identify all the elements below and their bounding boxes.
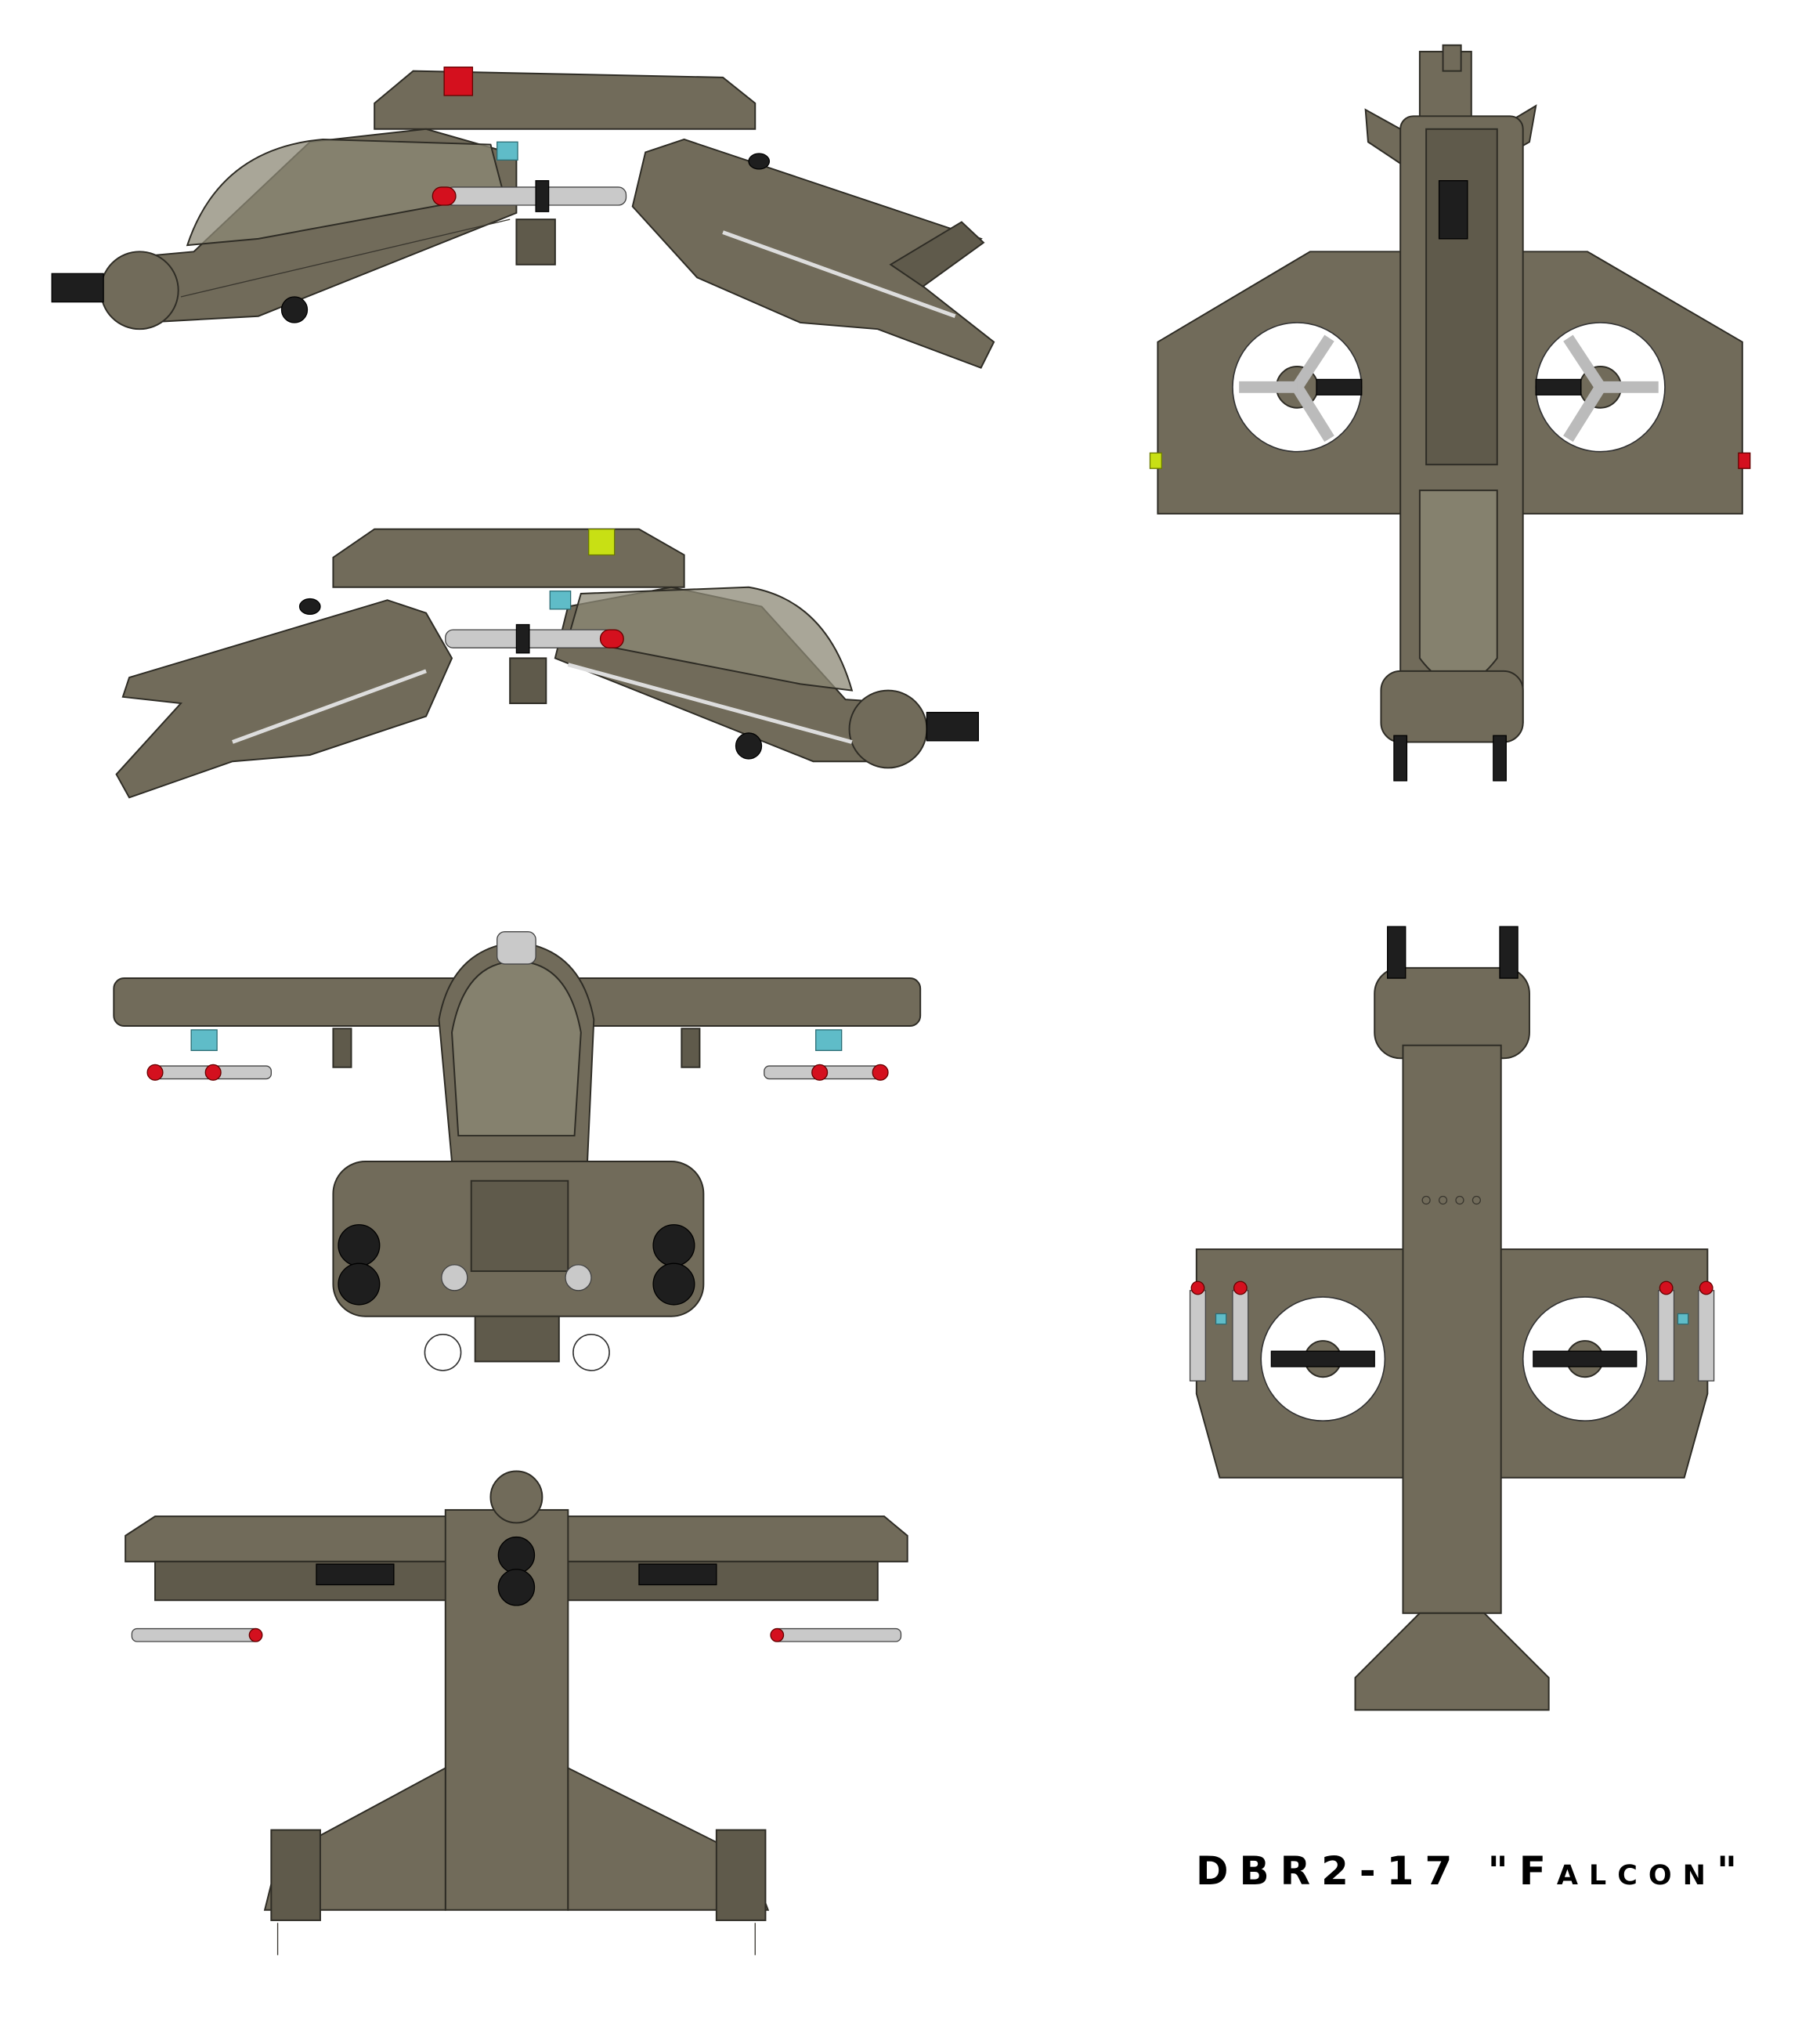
front-canopy: [451, 960, 582, 1137]
nav-light-starboard: [1738, 452, 1751, 469]
missile-rack-right: [764, 1064, 889, 1081]
cockpit-canopy-right: [567, 586, 854, 692]
missile-pods-right: [1658, 1280, 1715, 1382]
side-view-left: [51, 67, 995, 369]
missile-pods-left: [1189, 1280, 1249, 1382]
red-marker-light: [443, 67, 474, 96]
front-view: [113, 931, 922, 1371]
missile-rack-rear-right: [770, 1627, 902, 1642]
nav-light-port: [1149, 452, 1162, 469]
lime-marker-light: [588, 528, 616, 556]
bottom-view: [1189, 926, 1715, 1711]
missile-rack-rear-left: [131, 1627, 263, 1642]
side-view-right: [115, 528, 979, 799]
cockpit-canopy: [186, 138, 505, 247]
top-canopy: [1418, 489, 1498, 685]
missile-rack-left: [146, 1064, 272, 1081]
model-title: DBR2-17 "Falcon": [1196, 1848, 1749, 1894]
top-view: [1149, 44, 1751, 782]
rear-view: [125, 1470, 908, 1956]
